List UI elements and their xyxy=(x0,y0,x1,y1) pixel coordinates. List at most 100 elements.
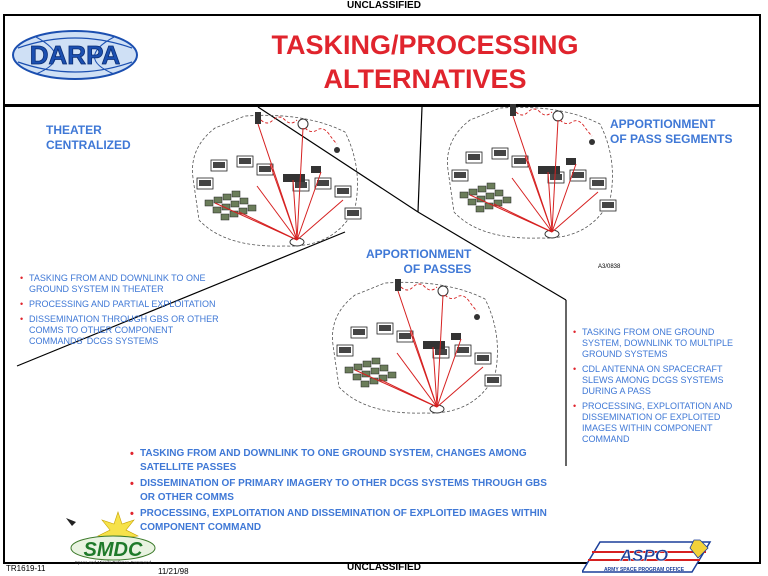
list-item: CDL ANTENNA ON SPACECRAFT SLEWS AMONG DC… xyxy=(573,364,753,397)
workstation-screen-icon xyxy=(379,325,391,331)
shelter-icon xyxy=(361,370,371,378)
satellite-icon xyxy=(552,110,564,122)
workstation-screen-icon xyxy=(353,329,365,335)
aspo-logo: ASPO ARMY SPACE PROGRAM OFFICE xyxy=(582,539,712,573)
shelter-icon xyxy=(221,203,231,211)
slide-frame xyxy=(3,14,761,564)
shelter-icon xyxy=(231,190,241,198)
segments-code: A3/0838 xyxy=(598,264,621,270)
link-line xyxy=(551,119,559,233)
theater-bullets: TASKING FROM AND DOWNLINK TO ONE GROUND … xyxy=(20,273,230,351)
list-item: TASKING FROM AND DOWNLINK TO ONE GROUND … xyxy=(130,447,555,475)
shelter-icon xyxy=(476,195,486,203)
satellite-icon xyxy=(589,139,595,145)
document-date: 11/21/98 xyxy=(158,567,189,576)
map-outline xyxy=(192,114,358,247)
workstation-screen-icon xyxy=(572,172,584,178)
satellite-icon xyxy=(334,147,340,153)
link-line xyxy=(436,294,444,408)
workstation-screen-icon xyxy=(399,333,411,339)
list-item: PROCESSING, EXPLOITATION AND DISSEMINATI… xyxy=(573,401,753,445)
shelter-icon xyxy=(220,213,230,221)
shelter-icon xyxy=(467,198,477,206)
shelter-icon xyxy=(371,357,381,365)
link-line xyxy=(547,171,553,233)
satellite-icon xyxy=(437,285,449,297)
link-line xyxy=(432,346,438,408)
list-item: PROCESSING AND PARTIAL EXPLOITATION xyxy=(20,299,230,310)
aspo-text: ASPO xyxy=(619,546,668,565)
link-line xyxy=(296,127,304,241)
shelter-icon xyxy=(379,364,389,372)
link-line xyxy=(256,185,298,241)
map-outline xyxy=(332,281,498,414)
link-line xyxy=(396,352,438,408)
uplink-line xyxy=(400,283,438,291)
shelter-icon xyxy=(475,205,485,213)
aspo-caption: ARMY SPACE PROGRAM OFFICE xyxy=(604,567,685,573)
workstation-screen-icon xyxy=(602,202,614,208)
shelter-icon xyxy=(502,196,512,204)
workstation-screen-icon xyxy=(477,355,489,361)
uplink-line xyxy=(260,116,298,124)
workstation-screen-icon xyxy=(239,158,251,164)
shelter-icon xyxy=(387,371,397,379)
shelter-icon xyxy=(459,191,469,199)
link-line xyxy=(296,199,344,241)
workstation-screen-icon xyxy=(199,180,211,186)
shelter-icon xyxy=(369,377,379,385)
workstation-screen-icon xyxy=(317,180,329,186)
link-line xyxy=(257,123,298,241)
link-line xyxy=(512,115,553,233)
diagram-segments xyxy=(447,104,617,239)
panel-theater-title: THEATER CENTRALIZED xyxy=(46,123,131,152)
satellite-icon xyxy=(395,279,401,291)
title-line-1: TASKING/PROCESSING xyxy=(271,30,579,60)
truck-icon xyxy=(311,166,321,173)
list-item: DISSEMINATION OF PRIMARY IMAGERY TO OTHE… xyxy=(130,477,555,505)
shelter-icon xyxy=(353,363,363,371)
diagram-theater xyxy=(192,112,362,247)
shelter-icon xyxy=(370,367,380,375)
classification-bottom: UNCLASSIFIED xyxy=(347,562,421,573)
list-item: PROCESSING, EXPLOITATION AND DISSEMINATI… xyxy=(130,507,555,535)
truck-icon xyxy=(283,174,305,182)
classification-top: UNCLASSIFIED xyxy=(347,0,421,11)
shelter-icon xyxy=(484,202,494,210)
workstation-screen-icon xyxy=(454,172,466,178)
link-line xyxy=(296,171,322,241)
shelter-icon xyxy=(344,366,354,374)
truck-icon xyxy=(566,158,576,165)
satellite-icon xyxy=(510,104,516,116)
shelter-icon xyxy=(468,188,478,196)
uplink-line xyxy=(304,127,338,145)
shelter-icon xyxy=(213,196,223,204)
shelter-icon xyxy=(362,360,372,368)
workstation-screen-icon xyxy=(339,347,351,353)
workstation-screen-icon xyxy=(347,210,359,216)
shelter-icon xyxy=(477,185,487,193)
workstation-screen-icon xyxy=(213,162,225,168)
link-line xyxy=(511,177,553,233)
panel-segments-title: APPORTIONMENT OF PASS SEGMENTS xyxy=(610,117,733,146)
smdc-text: SMDC xyxy=(84,539,143,561)
uplink-line xyxy=(515,108,553,116)
smdc-logo: SMDC Space and Missile Defense Command xyxy=(66,511,156,565)
truck-icon xyxy=(451,333,461,340)
segments-bullets: TASKING FROM ONE GROUND SYSTEM, DOWNLINK… xyxy=(573,327,753,449)
shelter-icon xyxy=(360,380,370,388)
document-id: TR1619-11 xyxy=(6,564,46,573)
panel-passes-title: APPORTIONMENT OF PASSES xyxy=(366,247,472,276)
passes-bullets: TASKING FROM AND DOWNLINK TO ONE GROUND … xyxy=(130,447,555,537)
darpa-logo: DARPA xyxy=(12,30,138,80)
list-item: TASKING FROM AND DOWNLINK TO ONE GROUND … xyxy=(20,273,230,295)
shelter-icon xyxy=(485,192,495,200)
workstation-screen-icon xyxy=(550,174,562,180)
workstation-screen-icon xyxy=(457,347,469,353)
shelter-icon xyxy=(230,200,240,208)
truck-icon xyxy=(538,166,560,174)
uplink-line xyxy=(444,294,478,312)
workstation-screen-icon xyxy=(487,377,499,383)
uplink-line xyxy=(559,119,593,137)
workstation-screen-icon xyxy=(259,166,271,172)
